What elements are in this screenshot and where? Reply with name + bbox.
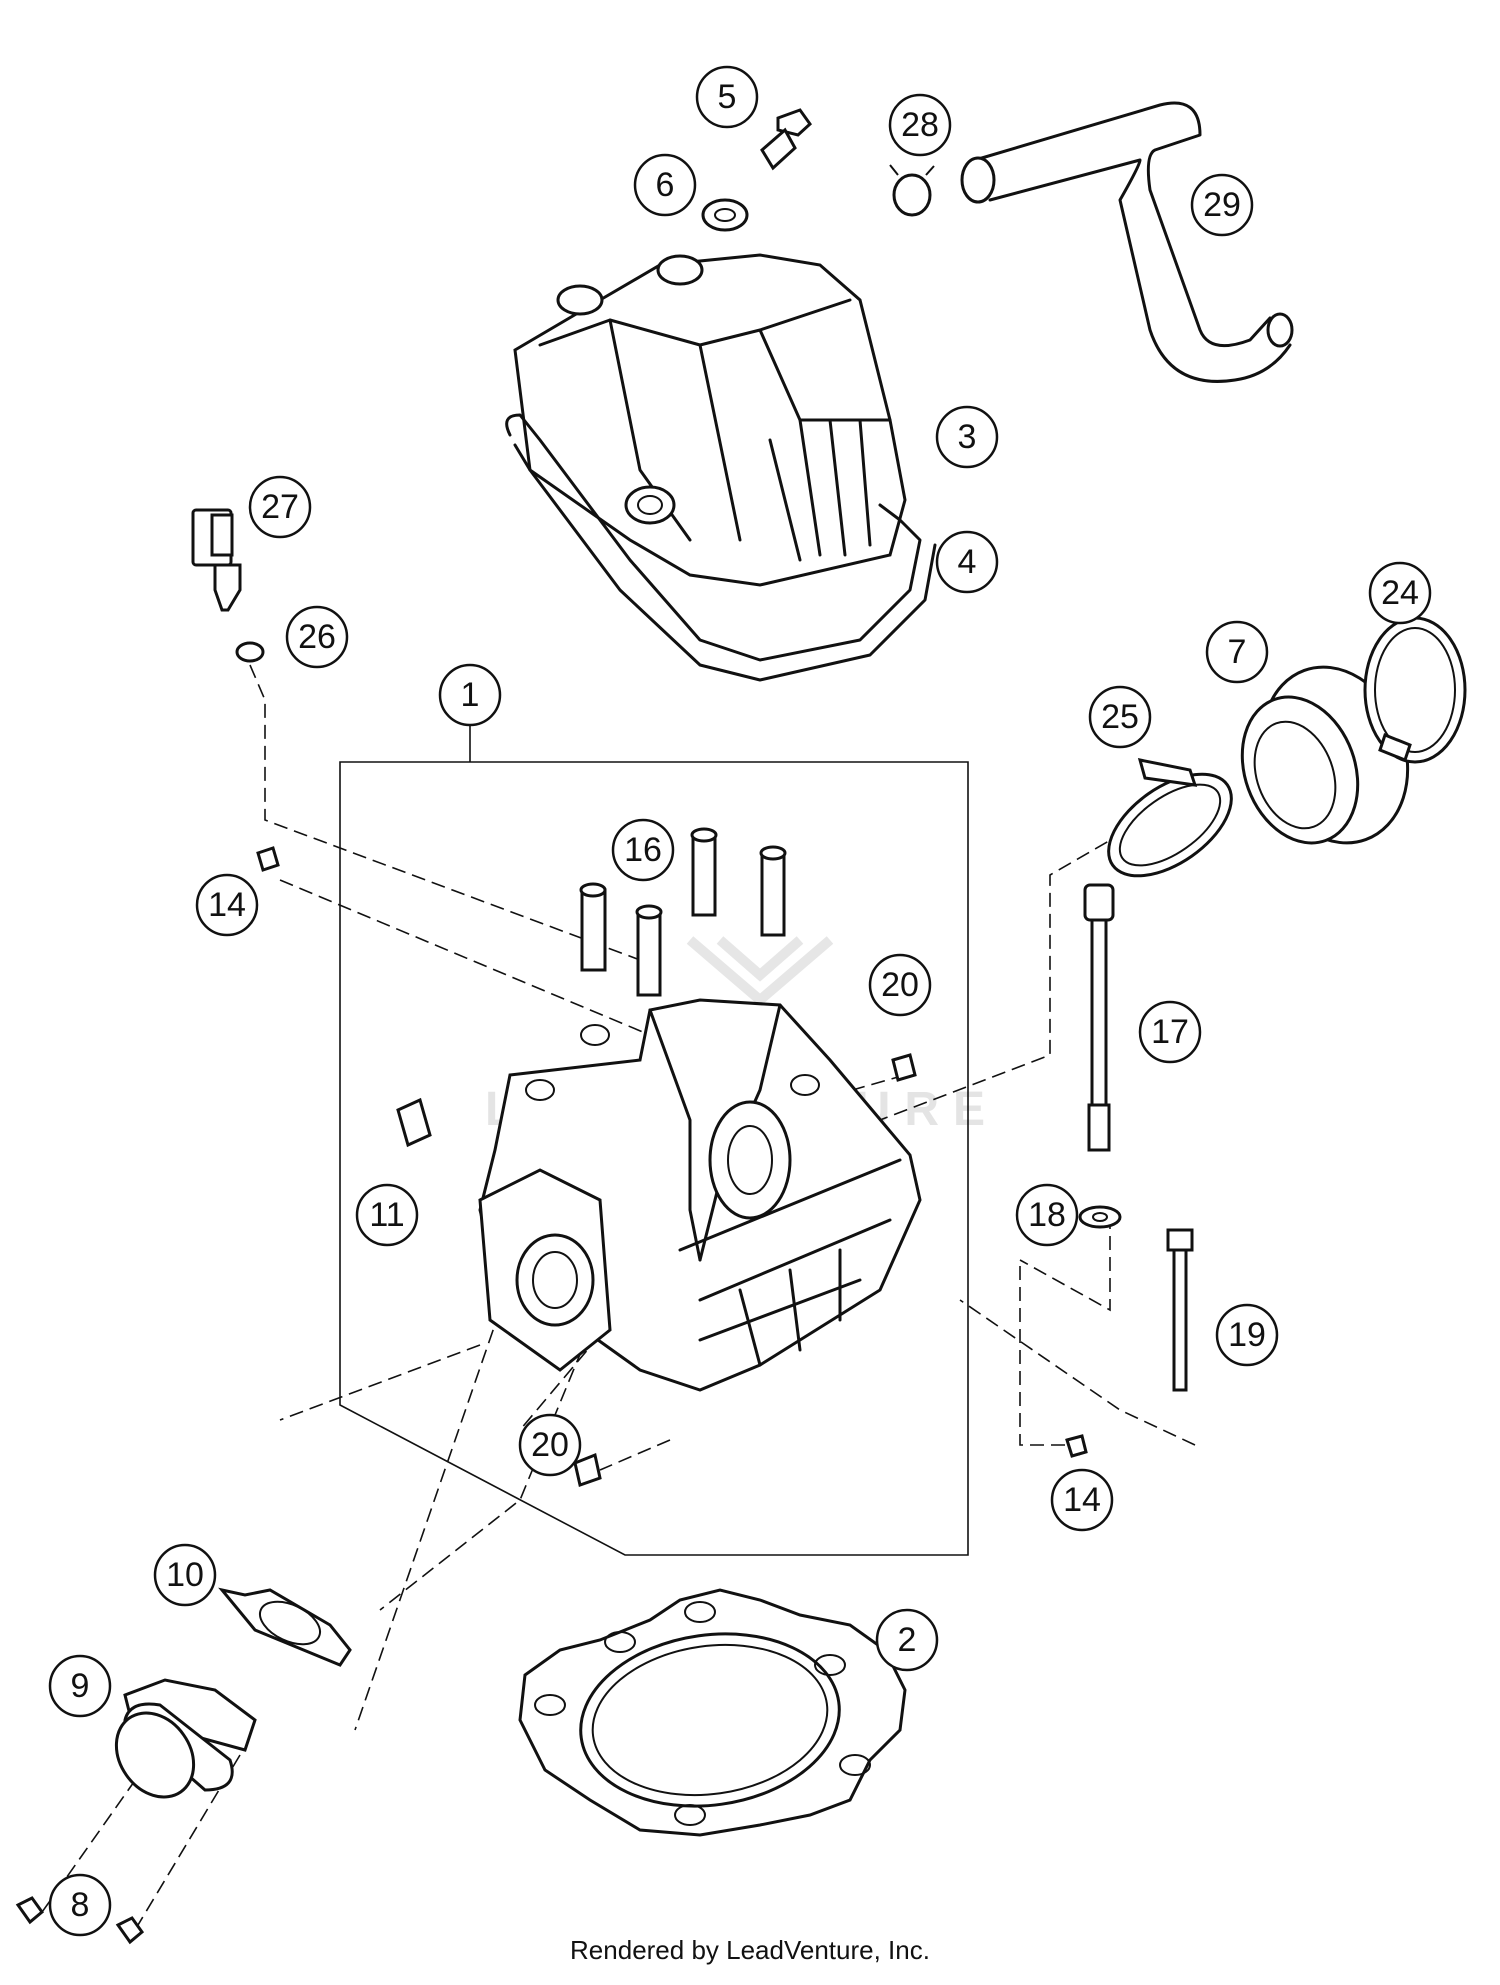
callout-2: 2 [875, 1608, 939, 1672]
cylinder-head-group-frame [339, 725, 969, 1556]
callout-7: 7 [1205, 620, 1269, 684]
svg-text:27: 27 [261, 488, 299, 526]
svg-text:19: 19 [1228, 1316, 1266, 1354]
callout-3: 3 [935, 405, 999, 469]
callout-10: 10 [153, 1543, 217, 1607]
hose-clamp-part-28 [889, 164, 935, 217]
head-gasket-part-2 [518, 1588, 907, 1837]
callout-28: 28 [888, 93, 952, 157]
svg-text:25: 25 [1101, 698, 1139, 736]
clamp-part-24 [1363, 616, 1467, 764]
long-bolt-part-17 [1083, 883, 1115, 1152]
svg-text:4: 4 [958, 543, 977, 581]
temperature-sensor-part-27 [191, 508, 242, 612]
plug-part-20-upper [891, 1053, 917, 1082]
svg-text:17: 17 [1151, 1013, 1189, 1051]
plug-part-14-upper [256, 846, 280, 872]
valve-cover-part-3 [513, 253, 907, 587]
bolt-part-5 [760, 108, 812, 171]
callout-11: 11 [355, 1183, 419, 1247]
callout-1: 1 [438, 663, 502, 727]
plug-part-14-lower [1065, 1434, 1088, 1458]
svg-text:9: 9 [71, 1667, 90, 1705]
svg-text:18: 18 [1028, 1196, 1066, 1234]
svg-text:7: 7 [1228, 633, 1247, 671]
svg-text:14: 14 [208, 886, 246, 924]
callout-18: 18 [1015, 1183, 1079, 1247]
callout-25: 25 [1088, 685, 1152, 749]
svg-text:24: 24 [1381, 574, 1419, 612]
svg-text:1: 1 [461, 676, 480, 714]
svg-text:11: 11 [369, 1196, 404, 1234]
callout-9: 9 [48, 1654, 112, 1718]
callout-26: 26 [285, 605, 349, 669]
svg-text:2: 2 [898, 1621, 917, 1659]
callout-19: 19 [1215, 1303, 1279, 1367]
dowel-part-11 [396, 1097, 432, 1148]
callout-16: 16 [611, 818, 675, 882]
plug-part-20-lower [573, 1452, 602, 1487]
exhaust-flange-part-9 [114, 1678, 257, 1799]
svg-text:8: 8 [71, 1886, 90, 1924]
callout-17: 17 [1138, 1000, 1202, 1064]
svg-text:5: 5 [718, 78, 737, 116]
svg-text:29: 29 [1203, 186, 1241, 224]
exhaust-gasket-part-10 [218, 1587, 352, 1667]
svg-text:20: 20 [881, 966, 919, 1004]
valve-guides-part-16 [579, 827, 787, 997]
washer-part-18 [1078, 1205, 1122, 1229]
o-ring-part-26 [235, 641, 265, 663]
callout-29: 29 [1190, 173, 1254, 237]
callout-6: 6 [633, 153, 697, 217]
svg-text:3: 3 [958, 418, 977, 456]
svg-text:16: 16 [624, 831, 662, 869]
svg-text:14: 14 [1063, 1481, 1101, 1519]
breather-hose-part-29 [960, 101, 1294, 383]
callout-20-lower: 20 [518, 1413, 582, 1477]
callout-20-upper: 20 [868, 953, 932, 1017]
cylinder-head-part-1 [478, 998, 922, 1392]
svg-text:20: 20 [531, 1426, 569, 1464]
footer-credit: Rendered by LeadVenture, Inc. [570, 1935, 930, 1965]
callout-14-lower: 14 [1050, 1468, 1114, 1532]
callout-5: 5 [695, 65, 759, 129]
callout-8: 8 [48, 1873, 112, 1937]
svg-text:28: 28 [901, 106, 939, 144]
valve-cover-gasket-part-4 [505, 413, 937, 682]
svg-text:26: 26 [298, 618, 336, 656]
callout-27: 27 [248, 475, 312, 539]
svg-text:10: 10 [166, 1556, 204, 1594]
callout-14-upper: 14 [195, 873, 259, 937]
bolt-part-19 [1166, 1228, 1194, 1392]
svg-text:6: 6 [656, 166, 675, 204]
callout-4: 4 [935, 530, 999, 594]
bolts-part-8 [15, 1896, 145, 1945]
seal-ring-part-6 [701, 198, 749, 232]
callout-24: 24 [1368, 561, 1432, 625]
clamp-part-25 [1107, 758, 1233, 878]
